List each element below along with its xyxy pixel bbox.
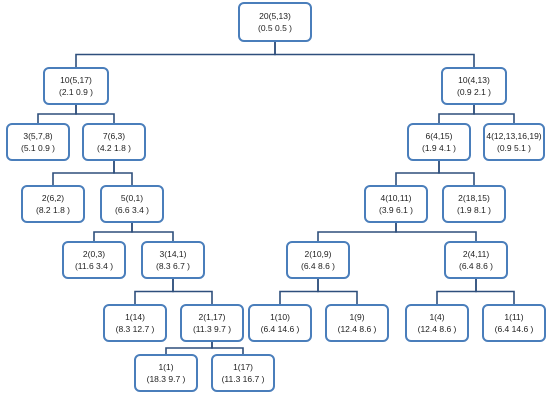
node-value: (5.1 0.9 )	[20, 143, 56, 153]
node-value: (4.2 1.8 )	[96, 143, 132, 153]
tree-node: 6(4,15) (1.9 4.1 )	[407, 123, 471, 161]
node-value: (8.2 1.8 )	[35, 205, 71, 215]
connector-n9-n13	[317, 223, 397, 241]
node-value: (6.4 14.6 )	[494, 324, 534, 334]
node-name: 3(14,1)	[159, 249, 187, 259]
node-value: (8.3 12.7 )	[115, 324, 155, 334]
node-value: (0.9 2.1 )	[456, 87, 492, 97]
tree-node: 5(0,1) (6.6 3.4 )	[100, 185, 164, 223]
node-name: 1(14)	[125, 312, 145, 322]
connector-n0-n2	[274, 42, 475, 67]
connector-n2-n5	[438, 105, 475, 123]
node-value: (3.9 6.1 )	[378, 205, 414, 215]
node-name: 1(1)	[158, 362, 174, 372]
node-value: (6.4 8.6 )	[300, 261, 336, 271]
node-name: 1(4)	[429, 312, 445, 322]
connector-n0-n1	[75, 42, 276, 67]
tree-node: 20(5,13) (0.5 0.5 )	[238, 2, 312, 42]
node-value: (18.3 9.7 )	[146, 374, 186, 384]
tree-node: 10(4,13) (0.9 2.1 )	[441, 67, 507, 105]
node-name: 2(1,17)	[198, 312, 226, 322]
connector-n5-n9	[395, 161, 440, 185]
connector-n8-n11	[93, 223, 133, 241]
node-value: (1.9 4.1 )	[421, 143, 457, 153]
connector-n2-n6	[473, 105, 515, 123]
tree-node: 7(6,3) (4.2 1.8 )	[82, 123, 146, 161]
node-name: 4(10,11)	[380, 193, 412, 203]
tree-node: 1(11) (6.4 14.6 )	[482, 304, 546, 342]
node-name: 2(4,11)	[462, 249, 490, 259]
tree-node: 1(17) (11.3 16.7 )	[211, 354, 275, 392]
node-value: (8.3 6.7 )	[155, 261, 191, 271]
tree-node: 2(18,15) (1.9 8.1 )	[442, 185, 506, 223]
node-value: (6.6 3.4 )	[114, 205, 150, 215]
node-name: 3(5,7,8)	[23, 131, 53, 141]
node-name: 20(5,13)	[259, 11, 291, 21]
connector-n4-n7	[52, 161, 115, 185]
tree-node: 3(5,7,8) (5.1 0.9 )	[6, 123, 70, 161]
node-value: (0.9 5.1 )	[496, 143, 532, 153]
node-name: 10(5,17)	[60, 75, 92, 85]
tree-node: 10(5,17) (2.1 0.9 )	[43, 67, 109, 105]
node-name: 1(11)	[504, 312, 524, 322]
node-value: (6.4 8.6 )	[458, 261, 494, 271]
connector-n14-n20	[475, 279, 515, 304]
connector-n13-n17	[279, 279, 319, 304]
tree-node: 1(9) (12.4 8.6 )	[325, 304, 389, 342]
node-name: 5(0,1)	[120, 193, 144, 203]
tree-node: 4(10,11) (3.9 6.1 )	[364, 185, 428, 223]
node-value: (12.4 8.6 )	[337, 324, 377, 334]
connector-n16-n22	[211, 342, 244, 354]
connector-n16-n21	[165, 342, 213, 354]
node-name: 2(0,3)	[82, 249, 106, 259]
connector-n1-n4	[75, 105, 115, 123]
tree-node: 2(0,3) (11.6 3.4 )	[62, 241, 126, 279]
node-name: 10(4,13)	[458, 75, 490, 85]
node-name: 2(10,9)	[304, 249, 332, 259]
tree-node: 1(1) (18.3 9.7 )	[134, 354, 198, 392]
tree-node: 3(14,1) (8.3 6.7 )	[141, 241, 205, 279]
node-name: 1(9)	[349, 312, 365, 322]
node-name: 6(4,15)	[425, 131, 453, 141]
tree-node: 2(4,11) (6.4 8.6 )	[444, 241, 508, 279]
tree-node: 2(1,17) (11.3 9.7 )	[180, 304, 244, 342]
node-name: 2(18,15)	[458, 193, 490, 203]
tree-node: 2(10,9) (6.4 8.6 )	[286, 241, 350, 279]
node-value: (0.5 0.5 )	[257, 23, 293, 33]
node-value: (1.9 8.1 )	[456, 205, 492, 215]
node-value: (12.4 8.6 )	[417, 324, 457, 334]
connector-n12-n16	[172, 279, 213, 304]
connector-n13-n18	[317, 279, 358, 304]
connector-n5-n10	[438, 161, 475, 185]
tree-node: 2(6,2) (8.2 1.8 )	[21, 185, 85, 223]
tree-node: 1(10) (6.4 14.6 )	[248, 304, 312, 342]
connector-n12-n15	[134, 279, 174, 304]
node-value: (6.4 14.6 )	[260, 324, 300, 334]
connector-n8-n12	[131, 223, 174, 241]
node-name: 2(6,2)	[41, 193, 65, 203]
node-value: (2.1 0.9 )	[58, 87, 94, 97]
tree-node: 1(4) (12.4 8.6 )	[405, 304, 469, 342]
connector-n9-n14	[395, 223, 477, 241]
tree-node: 4(12,13,16,19) (0.9 5.1 )	[483, 123, 545, 161]
connector-n4-n8	[113, 161, 133, 185]
node-name: 1(10)	[270, 312, 290, 322]
node-name: 4(12,13,16,19)	[486, 131, 542, 141]
node-name: 1(17)	[233, 362, 253, 372]
node-value: (11.3 16.7 )	[221, 374, 265, 384]
node-value: (11.3 9.7 )	[192, 324, 232, 334]
connector-n1-n3	[37, 105, 77, 123]
node-name: 7(6,3)	[102, 131, 126, 141]
node-value: (11.6 3.4 )	[74, 261, 114, 271]
connector-n14-n19	[436, 279, 477, 304]
tree-node: 1(14) (8.3 12.7 )	[103, 304, 167, 342]
